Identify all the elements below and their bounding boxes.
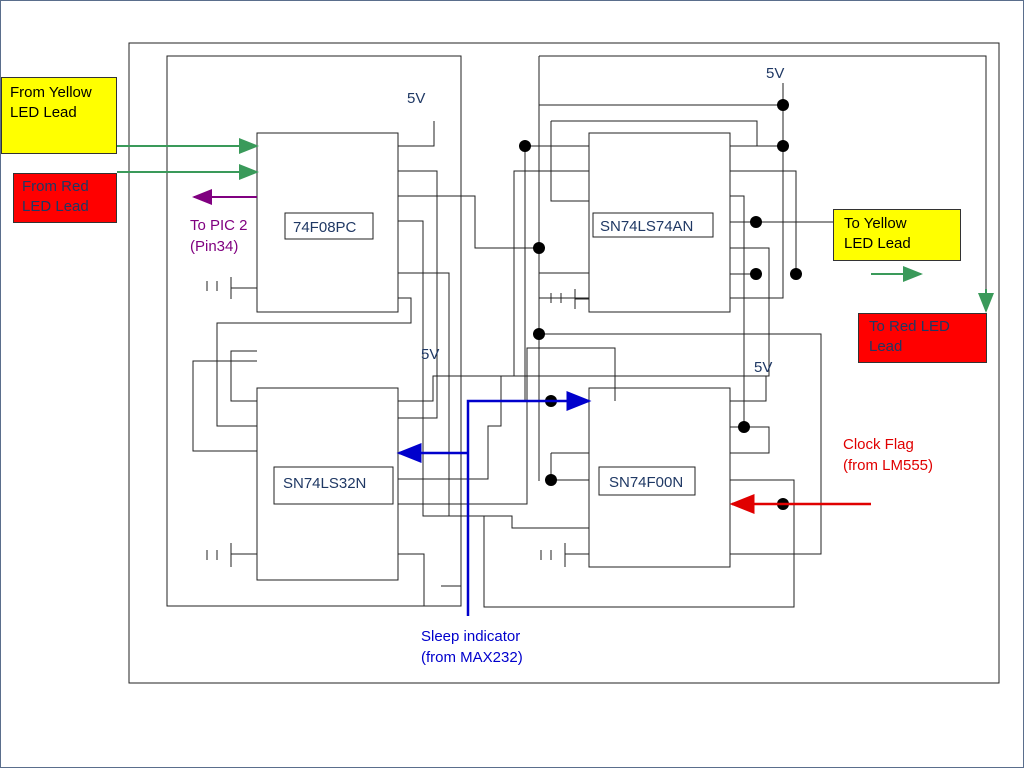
wiring [192, 55, 987, 608]
pic-output-label-line1: To PIC 2 [190, 217, 248, 234]
to-yellow-led-line1: To Yellow [844, 215, 907, 232]
chip-sn74ls74an-label: SN74LS74AN [600, 218, 693, 235]
supply-label-and: 5V [407, 90, 425, 107]
chip-74f08pc-label-box [284, 212, 374, 240]
chip-sn74ls74an-label-box [592, 212, 714, 238]
from-red-led-box: From Red LED Lead [13, 173, 117, 223]
from-yellow-led-line1: From Yellow [10, 84, 92, 101]
clock-flag-label-line1: Clock Flag [843, 436, 914, 453]
clock-flag-label-line2: (from LM555) [843, 457, 933, 474]
chip-sn74f00n-label-box [598, 466, 696, 496]
sleep-indicator-signal [466, 391, 592, 616]
chip-sn74ls32n-label-box [273, 466, 394, 505]
to-yellow-led-line2: LED Lead [844, 235, 911, 252]
supply-label-or: 5V [421, 346, 439, 363]
chip-sn74ls32n-label: SN74LS32N [283, 475, 366, 492]
pic-output-label-line2: (Pin34) [190, 238, 238, 255]
chip-sn74f00n-label: SN74F00N [609, 474, 683, 491]
sleep-indicator-label-line2: (from MAX232) [421, 649, 523, 666]
from-yellow-led-line2: LED Lead [10, 104, 77, 121]
to-red-led-box: To Red LED Lead [858, 313, 987, 363]
left-bus-frame [166, 55, 462, 607]
supply-label-flipflop: 5V [766, 65, 784, 82]
board-frame [128, 42, 1000, 684]
from-red-led-line1: From Red [22, 178, 89, 195]
to-red-led-line2: Lead [869, 338, 903, 355]
from-yellow-led-box: From Yellow LED Lead [1, 77, 117, 154]
to-yellow-led-box: To Yellow LED Lead [833, 209, 961, 261]
from-red-led-line2: LED Lead [22, 198, 89, 215]
chip-74f08pc-label: 74F08PC [293, 219, 357, 236]
supply-label-nand: 5V [754, 359, 772, 376]
sleep-indicator-label-line1: Sleep indicator [421, 628, 520, 645]
to-red-led-line1: To Red LED [869, 318, 950, 335]
